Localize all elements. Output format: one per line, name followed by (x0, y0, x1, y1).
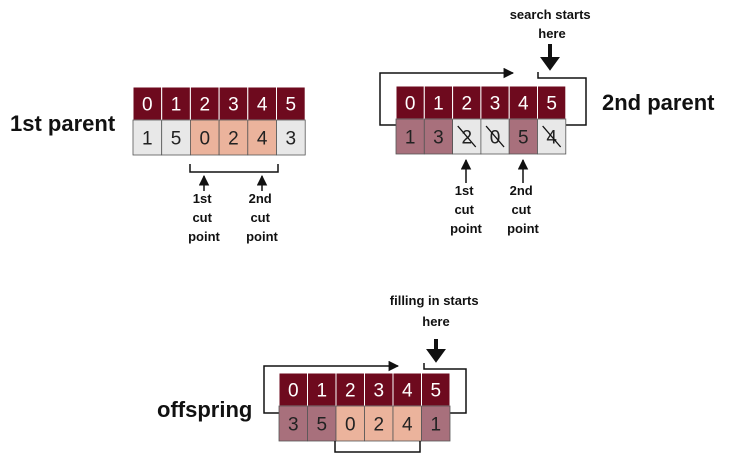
parent2-index-label: 5 (546, 94, 557, 115)
fill-start-note: filling in starts here (390, 293, 482, 329)
parent2-loop-left (379, 67, 515, 126)
offspring-gene-cell (364, 405, 394, 442)
parent2-index-cell (480, 85, 510, 120)
offspring-index-label: 2 (345, 381, 356, 402)
parent2-crossout-mark (542, 125, 562, 148)
parent1-gene-cell (218, 119, 249, 156)
parent2-loop-right (537, 72, 587, 126)
parent1-gene-value: 0 (199, 129, 210, 150)
fill-start-arrow (426, 339, 446, 363)
parent1-index-label: 1 (171, 95, 182, 116)
offspring-index-label: 3 (373, 381, 384, 402)
search-start-arrow (540, 44, 560, 71)
parent2-crossout-mark (485, 125, 505, 148)
parent2-gene-value: 3 (433, 128, 444, 149)
parent2-group: 2nd parent search starts here 0113223045… (379, 7, 715, 236)
parent2-index-cell (537, 85, 567, 120)
offspring-gene-value: 5 (316, 415, 327, 436)
offspring-gene-cell (335, 405, 365, 442)
parent2-index-label: 2 (461, 94, 472, 115)
parent1-index-label: 4 (257, 95, 268, 116)
offspring-index-cell (421, 372, 451, 407)
parent1-index-label: 3 (228, 95, 239, 116)
parent2-gene-value: 5 (518, 128, 529, 149)
parent2-label: 2nd parent (602, 90, 715, 115)
parent2-crossout-mark (457, 125, 477, 148)
search-start-note: search starts here (510, 7, 595, 41)
offspring-segment-bracket (334, 441, 421, 453)
offspring-gene-value: 0 (345, 415, 356, 436)
parent2-index-label: 1 (433, 94, 444, 115)
offspring-gene-cell (392, 405, 422, 442)
parent1-index-cell (276, 86, 306, 121)
parent2-cut2-label: 2nd cut point (507, 183, 539, 236)
offspring-index-cell (335, 372, 365, 407)
parent2-gene-value: 1 (405, 128, 416, 149)
offspring-index-label: 4 (402, 381, 413, 402)
parent1-index-label: 5 (286, 95, 297, 116)
parent1-gene-cell (189, 119, 220, 156)
offspring-gene-value: 1 (430, 415, 441, 436)
parent1-cut1-label: 1st cut point (188, 191, 220, 244)
offspring-loop-left (263, 360, 400, 414)
parent1-index-label: 0 (142, 95, 153, 116)
parent1-gene-value: 3 (286, 129, 297, 150)
offspring-gene-value: 3 (288, 415, 299, 436)
parent1-gene-cell (132, 119, 163, 156)
parent2-gene-value: 0 (490, 128, 501, 149)
offspring-index-label: 5 (430, 381, 441, 402)
parent1-gene-value: 2 (228, 129, 239, 150)
offspring-index-label: 0 (288, 381, 299, 402)
parent2-gene-cell (395, 118, 425, 155)
offspring-gene-cell (278, 405, 308, 442)
parent1-index-label: 2 (199, 95, 210, 116)
parent1-gene-cell (247, 119, 277, 156)
parent2-index-label: 0 (405, 94, 416, 115)
parent2-index-label: 3 (490, 94, 501, 115)
parent1-gene-value: 1 (142, 129, 153, 150)
offspring-index-label: 1 (316, 381, 327, 402)
parent2-cut1-label: 1st cut point (450, 183, 482, 236)
parent1-cut-bracket (189, 164, 279, 173)
parent2-gene-value: 4 (546, 128, 557, 149)
parent2-index-label: 4 (518, 94, 529, 115)
parent1-gene-cell (276, 119, 306, 156)
parent1-gene-value: 4 (257, 129, 268, 150)
parent1-gene-value: 5 (171, 129, 182, 150)
offspring-label: offspring (157, 397, 252, 422)
parent1-cut2-label: 2nd cut point (246, 191, 278, 244)
offspring-gene-value: 2 (373, 415, 384, 436)
offspring-gene-cell (421, 405, 451, 442)
parent2-gene-value: 2 (461, 128, 472, 149)
offspring-gene-value: 4 (402, 415, 413, 436)
offspring-index-cell (307, 372, 337, 407)
offspring-group: offspring filling in starts here 0315203… (157, 293, 482, 453)
parent1-index-cell (132, 86, 163, 121)
parent1-label: 1st parent (10, 111, 116, 136)
offspring-loop-right (423, 363, 467, 414)
